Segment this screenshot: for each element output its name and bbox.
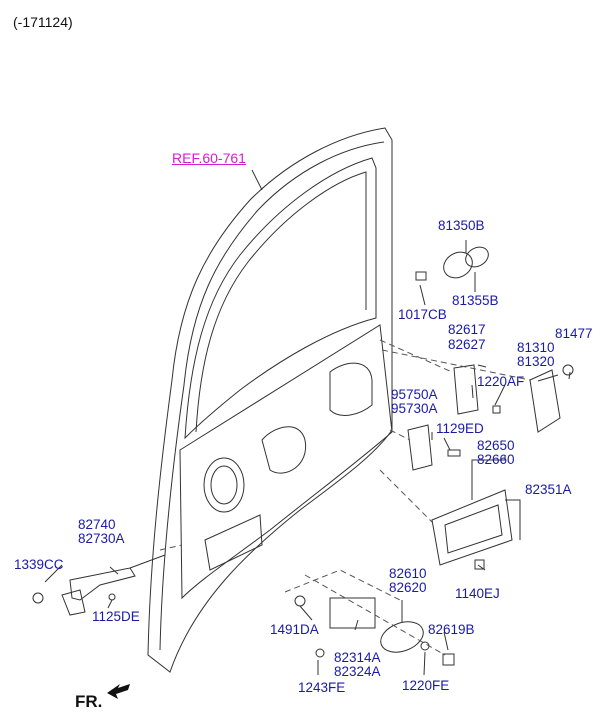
speaker-hole-inner (210, 465, 238, 505)
part-82314a[interactable]: 82314A (334, 650, 381, 665)
part-1491da[interactable]: 1491DA (270, 622, 319, 637)
hinge-bracket (69, 567, 136, 601)
part-82627[interactable]: 82627 (448, 337, 486, 352)
part-81320[interactable]: 81320 (517, 354, 555, 369)
part-1017cb[interactable]: 1017CB (398, 307, 447, 322)
part-81310[interactable]: 81310 (517, 340, 555, 355)
actuator (329, 597, 376, 629)
part-1129ed[interactable]: 1129ED (436, 421, 484, 436)
outside-handle-inner (444, 504, 503, 554)
door-panel-outline (147, 127, 393, 673)
latch-cover (453, 364, 479, 415)
handle-bezel (380, 621, 424, 653)
panel-lower-cutout (204, 514, 263, 571)
access-hole (329, 362, 373, 416)
inner-panel (179, 324, 393, 600)
door-panel-inner-outline (159, 141, 385, 651)
part-82610[interactable]: 82610 (389, 566, 427, 581)
part-82650[interactable]: 82650 (477, 438, 515, 453)
ref-link[interactable]: REF.60-761 (172, 150, 246, 166)
hinge-bolt (32, 592, 44, 604)
latch-bracket (529, 369, 561, 433)
outside-handle-frame (431, 489, 513, 566)
part-95730a[interactable]: 95730A (391, 401, 438, 416)
part-82620[interactable]: 82620 (389, 580, 427, 595)
regulator-cutout (261, 426, 307, 474)
part-82351a[interactable]: 82351A (525, 482, 572, 497)
striker-plate (443, 251, 473, 279)
part-81477[interactable]: 81477 (555, 326, 593, 341)
window-frame (184, 157, 377, 440)
bolt-1017cb (415, 271, 427, 281)
pad-82619b (442, 653, 455, 666)
date-range-header: (-171124) (13, 14, 73, 30)
front-direction-label: FR. (75, 692, 103, 711)
window-frame-inner (195, 171, 367, 433)
part-82740[interactable]: 82740 (78, 517, 116, 532)
part-82730a[interactable]: 82730A (78, 531, 125, 546)
part-1140ej[interactable]: 1140EJ (455, 586, 500, 601)
part-81350b[interactable]: 81350B (438, 218, 485, 233)
part-1243fe[interactable]: 1243FE (298, 680, 346, 695)
part-1220fe[interactable]: 1220FE (402, 678, 450, 693)
part-1339cc[interactable]: 1339CC (14, 557, 64, 572)
part-1125de[interactable]: 1125DE (92, 609, 140, 624)
part-82324a[interactable]: 82324A (334, 664, 381, 679)
part-95750a[interactable]: 95750A (391, 387, 438, 402)
speaker-hole (203, 457, 245, 513)
part-82619b[interactable]: 82619B (428, 622, 475, 637)
lock-assembly (407, 424, 433, 471)
front-arrow-icon (107, 684, 130, 699)
part-82617[interactable]: 82617 (448, 322, 486, 337)
part-1220af[interactable]: 1220AF (477, 374, 525, 389)
part-82660[interactable]: 82660 (477, 452, 515, 467)
part-81355b[interactable]: 81355B (452, 293, 499, 308)
